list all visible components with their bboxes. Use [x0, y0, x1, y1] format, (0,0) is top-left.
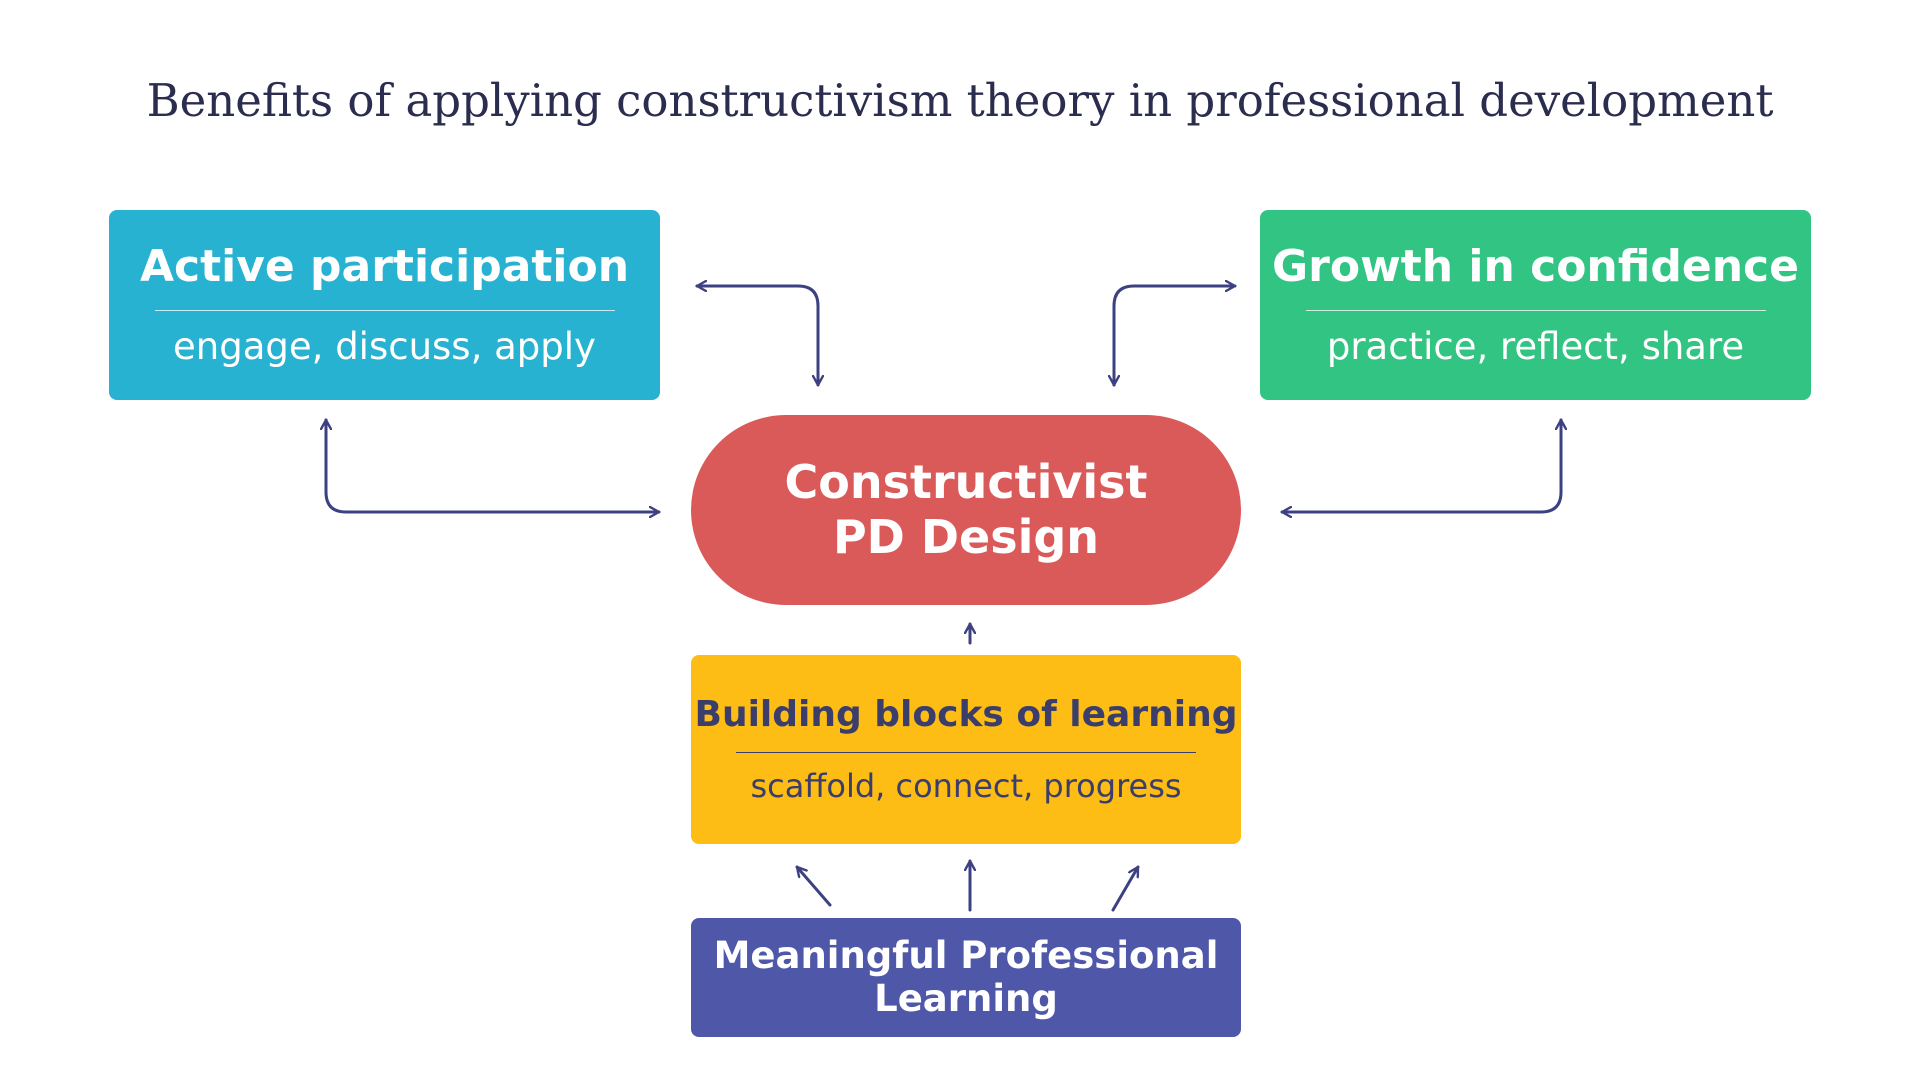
arrow-center-to-growth	[1112, 286, 1237, 387]
node-subtext: scaffold, connect, progress	[750, 766, 1182, 805]
node-divider	[1305, 310, 1766, 312]
node-heading: Active participation	[139, 240, 630, 292]
node-heading-line2: Learning	[874, 976, 1058, 1020]
arrow-active-center-top	[695, 284, 818, 387]
arrow-active-to-center	[324, 418, 661, 512]
arrow-growth-to-center	[1280, 418, 1563, 512]
arrow-center-to-active	[697, 271, 798, 286]
node-heading-line2: PD Design	[832, 510, 1100, 564]
arrow-meaningful-right	[1111, 865, 1140, 912]
node-subtext: practice, reflect, share	[1326, 325, 1745, 369]
node-divider	[736, 751, 1196, 753]
node-active-participation: Active participation engage, discuss, ap…	[109, 210, 660, 400]
node-subtext: engage, discuss, apply	[173, 325, 596, 369]
node-constructivist-pd-design: Constructivist PD Design	[691, 415, 1241, 605]
node-growth-in-confidence: Growth in confidence practice, reflect, …	[1260, 210, 1811, 400]
node-building-blocks: Building blocks of learning scaffold, co…	[691, 655, 1241, 844]
arrow-meaningful-left	[795, 865, 832, 907]
node-divider	[154, 310, 615, 312]
diagram-title: Benefits of applying constructivism theo…	[146, 74, 1774, 127]
node-meaningful-professional-learning: Meaningful Professional Learning	[691, 918, 1241, 1037]
node-heading-line1: Constructivist	[784, 454, 1148, 509]
node-heading: Growth in confidence	[1272, 240, 1799, 292]
node-heading-line1: Meaningful Professional	[713, 933, 1219, 977]
node-heading: Building blocks of learning	[694, 694, 1238, 736]
